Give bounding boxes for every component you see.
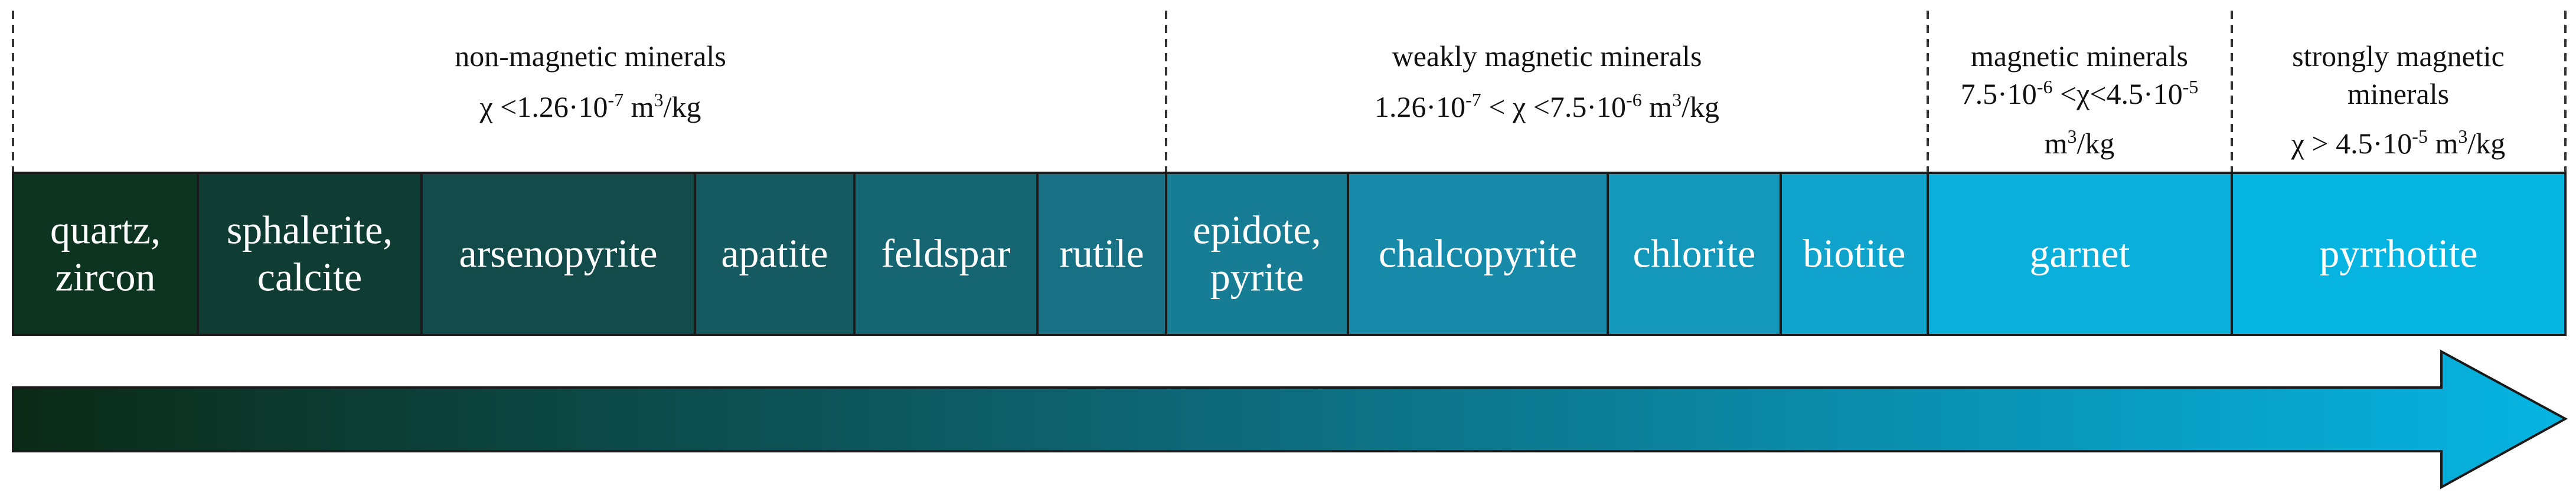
mineral-cell	[2231, 172, 2567, 336]
mineral-label: quartz,	[50, 208, 161, 252]
category-range: χ > 4.5·10-5 m3/kg	[2291, 126, 2506, 160]
category-range: 1.26·10-7 < χ <7.5·10-6 m3/kg	[1374, 89, 1719, 123]
mineral-box: chalcopyrite	[1347, 172, 1609, 336]
mineral-label: apatite	[721, 231, 828, 276]
category-strongly-magnetic: strongly magnetic minerals χ > 4.5·10-5 m3…	[2291, 40, 2506, 160]
category-title: magnetic minerals	[1971, 40, 2188, 73]
mineral-box: garnet	[1927, 172, 2233, 336]
mineral-label: pyrite	[1210, 255, 1304, 300]
mineral-label: chlorite	[1633, 231, 1756, 276]
mineral-box: biotite	[1780, 172, 1929, 336]
category-non-magnetic: non-magnetic minerals χ <1.26·10-7 m3/kg	[455, 40, 726, 123]
mineral-box: epidote,pyrite	[1165, 172, 1349, 336]
mineral-cell	[1607, 172, 1782, 336]
mineral-label: zircon	[55, 255, 156, 300]
mineral-box: sphalerite,calcite	[197, 172, 423, 336]
mineral-cell	[1165, 172, 1349, 336]
mineral-label: feldspar	[881, 231, 1010, 276]
mineral-box: pyrrhotite	[2231, 172, 2567, 336]
mineral-boxes: quartz,zirconsphalerite,calcitearsenopyr…	[12, 172, 2567, 336]
mineral-label: chalcopyrite	[1379, 231, 1577, 276]
mineral-cell	[12, 172, 199, 336]
mineral-cell	[197, 172, 423, 336]
mineral-cell	[1780, 172, 1929, 336]
mineral-label: sphalerite,	[227, 208, 393, 252]
mineral-box: quartz,zircon	[12, 172, 199, 336]
mineral-label: pyrrhotite	[2319, 231, 2477, 276]
category-title: minerals	[2348, 77, 2449, 110]
category-dividers	[12, 11, 2567, 173]
mineral-box: rutile	[1036, 172, 1167, 336]
category-range: m3/kg	[2045, 126, 2115, 160]
mineral-box: feldspar	[853, 172, 1039, 336]
susceptibility-arrow	[12, 349, 2568, 490]
category-weakly-magnetic: weakly magnetic minerals 1.26·10-7 < χ <7…	[1374, 40, 1719, 123]
category-labels: non-magnetic minerals χ <1.26·10-7 m3/kg w…	[455, 40, 2505, 160]
mineral-label: rutile	[1059, 231, 1144, 276]
mineral-label: garnet	[2030, 231, 2130, 276]
mineral-box: chlorite	[1607, 172, 1782, 336]
mineral-label: epidote,	[1193, 208, 1321, 252]
mineral-cell	[1927, 172, 2233, 336]
category-title: strongly magnetic	[2292, 40, 2505, 73]
mineral-cell	[1347, 172, 1609, 336]
category-title: weakly magnetic minerals	[1392, 40, 1702, 73]
category-range: χ <1.26·10-7 m3/kg	[479, 89, 701, 123]
category-range: 7.5·10-6 <χ<4.5·10-5	[1961, 76, 2199, 110]
mineral-label: arsenopyrite	[459, 231, 657, 276]
mineral-label: biotite	[1803, 231, 1906, 276]
mineral-box: arsenopyrite	[420, 172, 696, 336]
category-title: non-magnetic minerals	[455, 40, 726, 73]
mineral-cell	[694, 172, 856, 336]
mineral-box: apatite	[694, 172, 856, 336]
mineral-label: calcite	[257, 255, 362, 300]
